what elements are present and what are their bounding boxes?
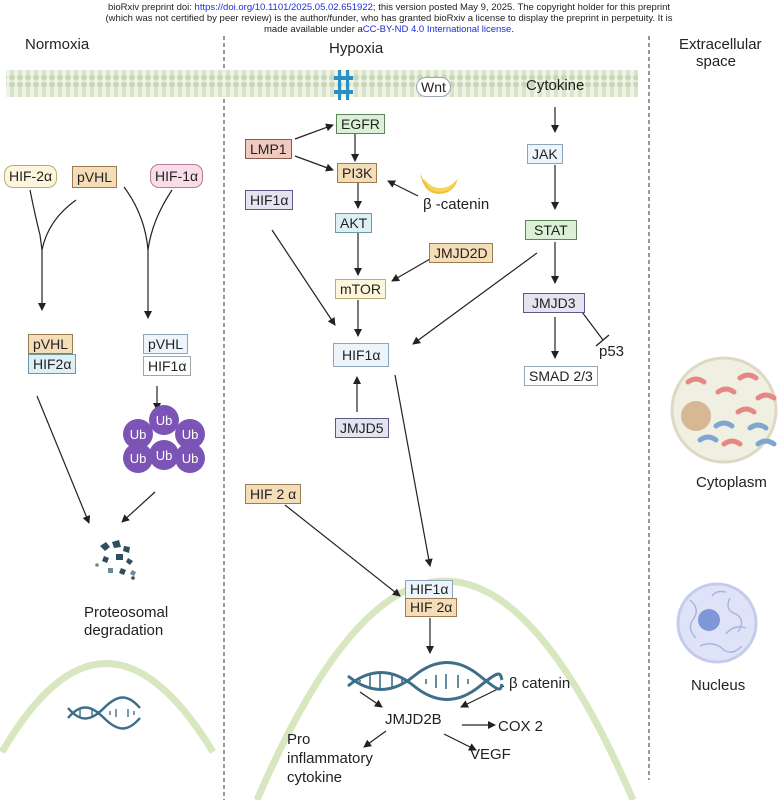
cytokine-label: Cytokine	[526, 77, 585, 94]
nucleus-icon	[676, 582, 758, 664]
ub-label: Ub	[182, 427, 199, 442]
notice-text: ; this version posted May 9, 2025. The c…	[372, 2, 671, 13]
receptor-icon	[334, 70, 353, 100]
hif1a-protein: HIF-1α	[150, 164, 204, 188]
egfr-node: EGFR	[336, 114, 385, 134]
license-link[interactable]: CC-BY-ND 4.0 International license	[362, 24, 512, 35]
smad-node: SMAD 2/3	[524, 366, 598, 386]
legend-cytoplasm: Cytoplasm	[696, 474, 767, 491]
cell-membrane	[6, 70, 638, 97]
p53-label: p53	[599, 343, 625, 360]
complex-pvhl-hif1a-bottom: HIF1α	[143, 356, 192, 376]
degraded-fragments-icon	[95, 540, 136, 580]
cox2-label: COX 2	[498, 718, 544, 735]
complex-pvhl-hif1a-top: pVHL	[143, 334, 189, 354]
nucleus-membrane-left	[0, 660, 216, 754]
pro-inflammatory-line2: inflammatory	[287, 750, 373, 767]
cytoplasm-icon	[670, 356, 778, 464]
hif2a-protein: HIF-2α	[4, 165, 58, 188]
hif1a-center-node: HIF1α	[333, 343, 390, 367]
doi-link[interactable]: https://doi.org/10.1101/2025.05.02.65192…	[194, 2, 373, 13]
ub-label: Ub	[182, 451, 199, 466]
vegf-label: VEGF	[470, 746, 511, 763]
ub-label: Ub	[130, 451, 147, 466]
notice-text: bioRxiv preprint doi:	[107, 2, 195, 13]
pi3k-node: PI3K	[337, 163, 378, 183]
jmjd2d-node: JMJD2D	[429, 243, 493, 263]
hif2a-left-node: HIF 2 α	[245, 484, 302, 504]
pro-inflammatory-line1: Pro	[287, 731, 311, 748]
hif1a-left-node: HIF1α	[245, 190, 294, 210]
degradation-label-line2: degradation	[84, 622, 164, 639]
pvhl-protein: pVHL	[72, 166, 118, 188]
section-extracellular-line1: Extracellular	[679, 36, 762, 53]
degradation-label-line1: Proteosomal	[84, 604, 169, 621]
pro-inflammatory-line3: cytokine	[287, 769, 343, 786]
jmjd3-node: JMJD3	[523, 293, 585, 313]
legend-nucleus: Nucleus	[691, 677, 746, 694]
ubiquitin-cluster: Ub Ub Ub Ub Ub Ub	[123, 405, 205, 473]
jmjd5-node: JMJD5	[335, 418, 389, 438]
complex-pvhl-hif2a-bottom: HIF2α	[28, 354, 77, 374]
section-normoxia: Normoxia	[25, 36, 90, 53]
beta-catenin-nucleus-label: β catenin	[509, 675, 571, 692]
jak-node: JAK	[527, 144, 563, 164]
notice-text: (which was not certified by peer review)…	[105, 13, 673, 24]
preprint-notice: bioRxiv preprint doi: https://doi.org/10…	[0, 2, 778, 35]
ub-label: Ub	[130, 427, 147, 442]
dna-icon	[67, 696, 141, 730]
section-extracellular-line2: space	[696, 53, 737, 70]
dna-icon	[347, 661, 504, 701]
notice-text: made available under a	[264, 24, 363, 35]
section-hypoxia: Hypoxia	[329, 40, 384, 57]
jmjd2b-label: JMJD2B	[385, 711, 442, 728]
complex-pvhl-hif2a-top: pVHL	[28, 334, 74, 354]
beta-catenin-label: β -catenin	[423, 196, 490, 213]
notice-text: .	[511, 24, 514, 35]
nuclear-hif1a: HIF1α	[405, 580, 454, 599]
mtor-node: mTOR	[335, 279, 386, 299]
nuclear-hif2a: HIF 2α	[405, 598, 458, 617]
ub-label: Ub	[156, 448, 173, 463]
akt-node: AKT	[335, 213, 373, 233]
wnt-ligand: Wnt	[416, 77, 451, 97]
ub-label: Ub	[156, 413, 173, 428]
stat-node: STAT	[525, 220, 577, 240]
lmp1-node: LMP1	[245, 139, 292, 159]
